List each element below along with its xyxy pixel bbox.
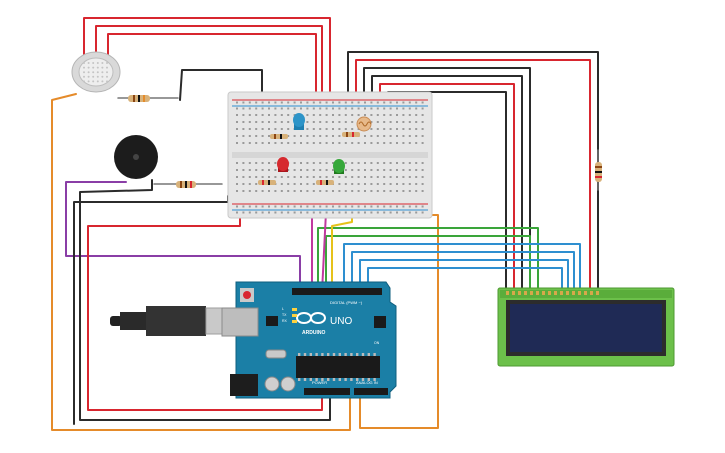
photoresistor[interactable]	[356, 116, 372, 132]
wire-red[interactable]	[355, 59, 591, 291]
resistor[interactable]	[258, 180, 276, 185]
atmega-chip	[296, 356, 380, 378]
digital-label: DIGITAL (PWM ~)	[330, 300, 363, 305]
wire-blue[interactable]	[343, 243, 581, 291]
reset-button[interactable]	[243, 291, 251, 299]
power-header	[304, 388, 350, 395]
brand-label: ARDUINO	[302, 330, 325, 336]
resistor[interactable]	[176, 181, 196, 188]
wire-black[interactable]	[79, 179, 331, 421]
piezo-buzzer[interactable]	[114, 135, 158, 179]
capacitor	[264, 376, 280, 392]
green-led[interactable]	[333, 159, 345, 174]
wire-black[interactable]	[179, 69, 263, 109]
wire-purple[interactable]	[65, 181, 301, 293]
blue-led[interactable]	[293, 113, 305, 130]
red-led[interactable]	[277, 157, 289, 172]
wire-blue[interactable]	[359, 259, 569, 291]
lcd-screen	[510, 304, 662, 352]
wire-blue[interactable]	[367, 267, 563, 291]
sensor-mesh	[83, 62, 108, 83]
resistor[interactable]	[342, 132, 360, 137]
analog-header	[354, 388, 388, 395]
wire-red[interactable]	[87, 205, 323, 411]
power-label: POWER	[312, 380, 327, 385]
wire-orange[interactable]	[51, 93, 351, 431]
wire-red[interactable]	[107, 33, 317, 109]
digital-header	[292, 288, 382, 295]
rx-label: RX	[282, 319, 288, 323]
resistor[interactable]	[595, 162, 602, 182]
gas-sensor[interactable]	[71, 51, 121, 93]
usb-port	[221, 307, 259, 337]
wire-red[interactable]	[95, 25, 323, 109]
wire-blue[interactable]	[351, 251, 575, 291]
chip-pins	[298, 353, 376, 381]
wire-green[interactable]	[325, 235, 531, 291]
power-jack	[230, 374, 258, 396]
resistor[interactable]	[128, 95, 150, 102]
tx-label: TX	[282, 313, 287, 317]
wire-red[interactable]	[83, 17, 331, 109]
breadboard[interactable]	[227, 91, 433, 219]
breadboard-holes	[236, 101, 424, 214]
model-label: UNO	[330, 316, 352, 327]
on-label: ON	[374, 341, 380, 345]
arduino-uno-board[interactable]: ARDUINO UNO DIGITAL (PWM ~) POWER ANALOG…	[221, 281, 397, 399]
l-label: L	[282, 307, 284, 311]
arduino-logo	[296, 312, 326, 324]
resistor[interactable]	[270, 134, 288, 139]
capacitor	[280, 376, 296, 392]
wire-black[interactable]	[363, 67, 531, 291]
lcd-16x2[interactable]	[497, 287, 675, 367]
lcd-pins	[506, 291, 599, 295]
resistor[interactable]	[316, 180, 334, 185]
analog-label: ANALOG IN	[356, 380, 378, 385]
